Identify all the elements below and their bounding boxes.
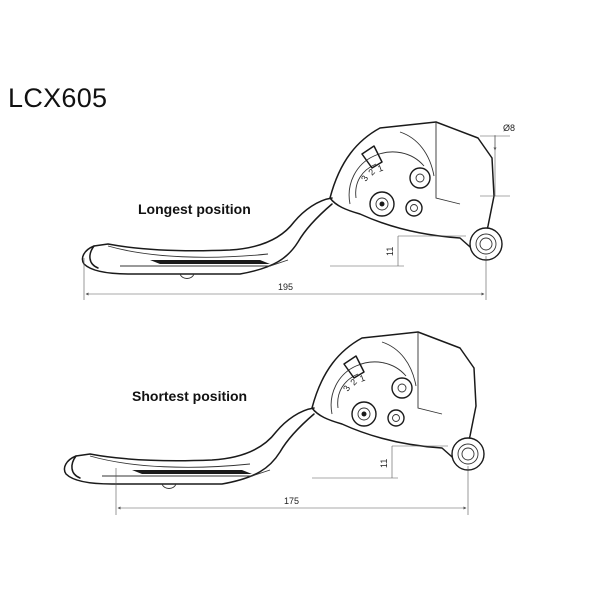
shortest-position-label: Shortest position xyxy=(132,388,247,404)
lever-shortest xyxy=(63,331,485,490)
scale-mark-3-short: 3 xyxy=(341,384,352,393)
offset-dim-label-longest: 11 xyxy=(385,247,395,256)
scale-mark-2: 2 xyxy=(366,167,377,178)
scale-mark-3: 3 xyxy=(359,174,370,183)
scale-mark-1-short: 1 xyxy=(358,373,366,384)
length-dim-label-shortest: 175 xyxy=(284,496,299,506)
model-title: LCX605 xyxy=(8,83,107,113)
shortest-position-view: Shortest position 3 2 1 11 175 xyxy=(63,331,485,515)
diameter-dim-label: Ø8 xyxy=(503,123,515,133)
longest-position-view: Longest position 3 2 1 Ø8 11 195 xyxy=(81,121,515,300)
longest-position-label: Longest position xyxy=(138,201,251,217)
scale-mark-2-short: 2 xyxy=(348,377,359,388)
offset-dim-label-shortest: 11 xyxy=(379,459,389,468)
scale-mark-1: 1 xyxy=(376,163,384,174)
length-dim-label-longest: 195 xyxy=(278,282,293,292)
